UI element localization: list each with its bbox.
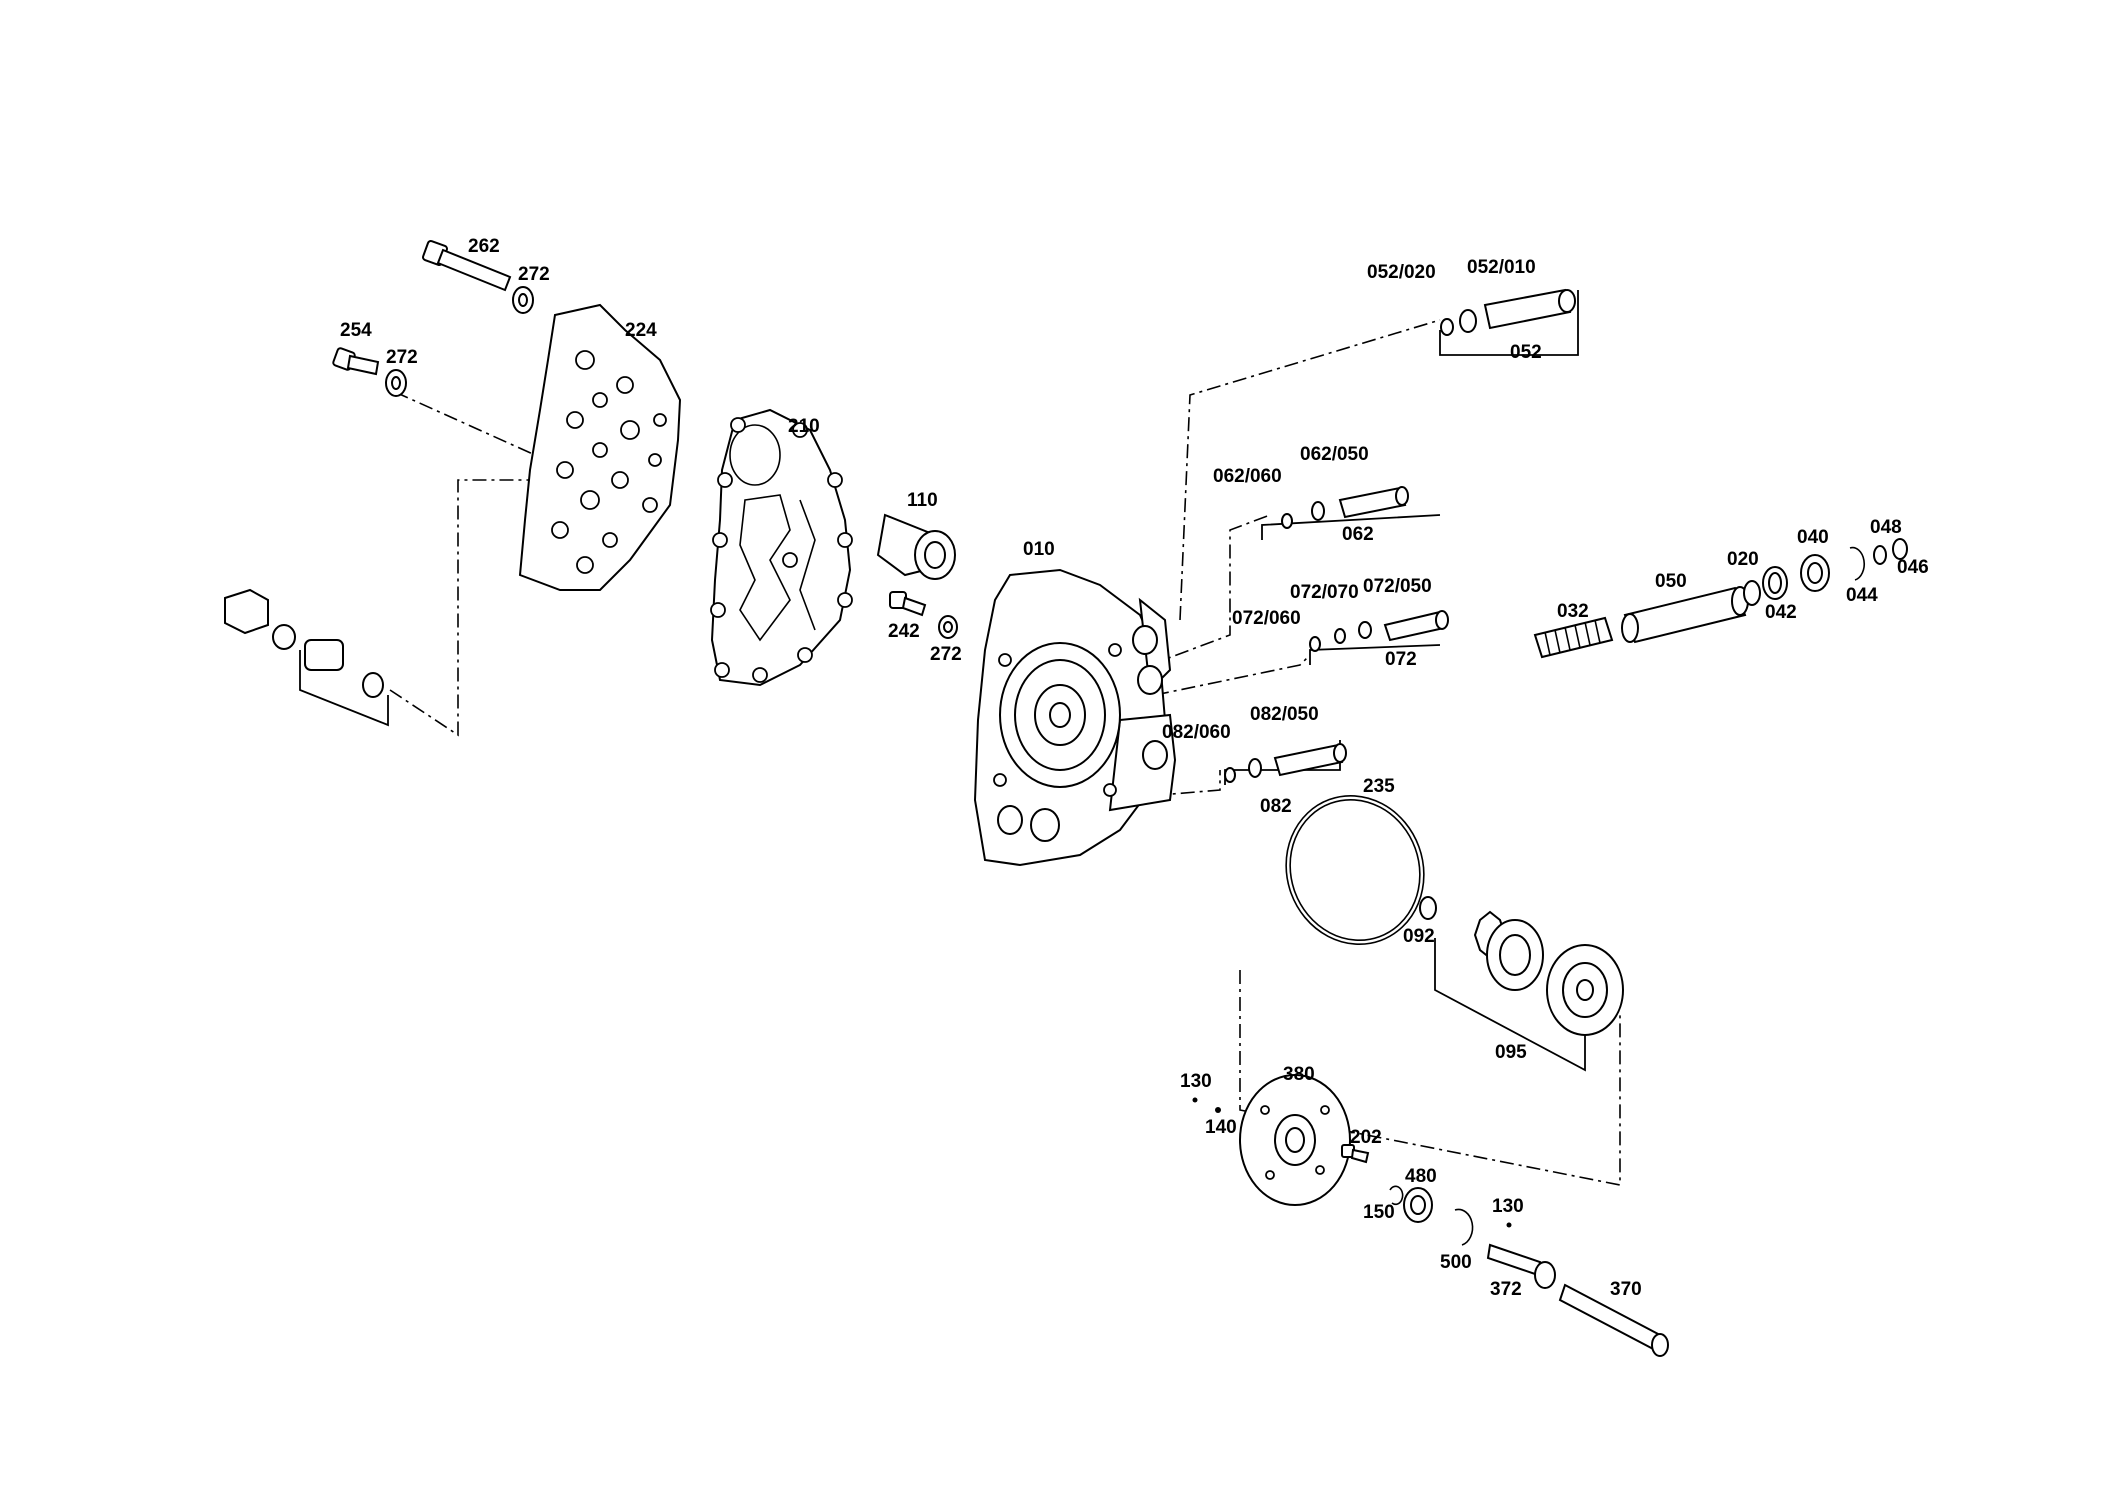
label-272-a: 272 xyxy=(518,264,550,285)
gasket-210 xyxy=(710,408,853,687)
shaft-372 xyxy=(1486,1243,1556,1289)
washer-272-lower xyxy=(385,369,407,397)
label-062-060: 062/060 xyxy=(1213,466,1282,487)
label-040: 040 xyxy=(1797,527,1829,548)
filter-110 xyxy=(876,513,956,580)
label-072-060: 072/060 xyxy=(1232,608,1301,629)
label-272-c: 272 xyxy=(930,644,962,665)
label-150: 150 xyxy=(1363,1202,1395,1223)
valve-062-assembly xyxy=(1281,486,1409,529)
spring-032 xyxy=(1533,616,1614,659)
label-052: 052 xyxy=(1510,342,1542,363)
label-062: 062 xyxy=(1342,524,1374,545)
label-052-020: 052/020 xyxy=(1367,262,1436,283)
label-072-050: 072/050 xyxy=(1363,576,1432,597)
label-500: 500 xyxy=(1440,1252,1472,1273)
spool-050 xyxy=(1621,586,1749,644)
housing-010 xyxy=(973,568,1177,867)
label-072-070: 072/070 xyxy=(1290,582,1359,603)
rings-044-048-046 xyxy=(1849,538,1908,581)
label-050: 050 xyxy=(1655,571,1687,592)
label-370: 370 xyxy=(1610,1279,1642,1300)
label-095: 095 xyxy=(1495,1042,1527,1063)
label-254: 254 xyxy=(340,320,372,341)
label-202: 202 xyxy=(1350,1127,1382,1148)
cover-380 xyxy=(1239,1074,1351,1206)
gear-040 xyxy=(1800,554,1830,592)
label-082-050: 082/050 xyxy=(1250,704,1319,725)
bolt-254 xyxy=(332,347,380,376)
shaft-370 xyxy=(1558,1283,1669,1357)
group-brackets xyxy=(299,290,1586,1072)
label-224: 224 xyxy=(625,320,657,341)
label-092: 092 xyxy=(1403,926,1435,947)
label-048: 048 xyxy=(1870,517,1902,538)
valve-052-assembly xyxy=(1440,288,1576,336)
fitting-assembly-left xyxy=(224,588,384,698)
cover-plate-224 xyxy=(518,303,682,591)
label-044: 044 xyxy=(1846,585,1878,606)
label-210: 210 xyxy=(788,416,820,437)
label-130-b: 130 xyxy=(1492,1196,1524,1217)
snapring-500 xyxy=(1454,1208,1474,1246)
label-380: 380 xyxy=(1283,1064,1315,1085)
part-labels: 262 272 254 272 224 210 110 242 272 010 … xyxy=(340,236,1929,1300)
label-072: 072 xyxy=(1385,649,1417,670)
label-480: 480 xyxy=(1405,1166,1437,1187)
label-130-a: 130 xyxy=(1180,1071,1212,1092)
label-082: 082 xyxy=(1260,796,1292,817)
label-052-010: 052/010 xyxy=(1467,257,1536,278)
valve-072-assembly xyxy=(1309,610,1449,652)
valve-082-assembly xyxy=(1224,743,1347,783)
screw-202 xyxy=(1341,1144,1370,1164)
label-046: 046 xyxy=(1897,557,1929,578)
label-010: 010 xyxy=(1023,539,1055,560)
small-parts-130-140 xyxy=(1192,1097,1512,1228)
pump-095-assembly xyxy=(1419,896,1624,1036)
label-372: 372 xyxy=(1490,1279,1522,1300)
rings-020-042 xyxy=(1743,566,1788,606)
washer-272-mid xyxy=(938,615,958,639)
label-242: 242 xyxy=(888,621,920,642)
screw-242 xyxy=(889,591,927,617)
bearing-480-150 xyxy=(1389,1185,1433,1223)
washer-272-upper xyxy=(512,286,534,314)
label-262: 262 xyxy=(468,236,500,257)
label-082-060: 082/060 xyxy=(1162,722,1231,743)
label-272-b: 272 xyxy=(386,347,418,368)
label-235: 235 xyxy=(1363,776,1395,797)
label-140: 140 xyxy=(1205,1117,1237,1138)
bolt-262 xyxy=(422,240,512,292)
label-110: 110 xyxy=(907,490,938,511)
label-042: 042 xyxy=(1765,602,1797,623)
oring-235 xyxy=(1285,794,1425,946)
label-062-050: 062/050 xyxy=(1300,444,1369,465)
label-032: 032 xyxy=(1557,601,1589,622)
label-020: 020 xyxy=(1727,549,1759,570)
